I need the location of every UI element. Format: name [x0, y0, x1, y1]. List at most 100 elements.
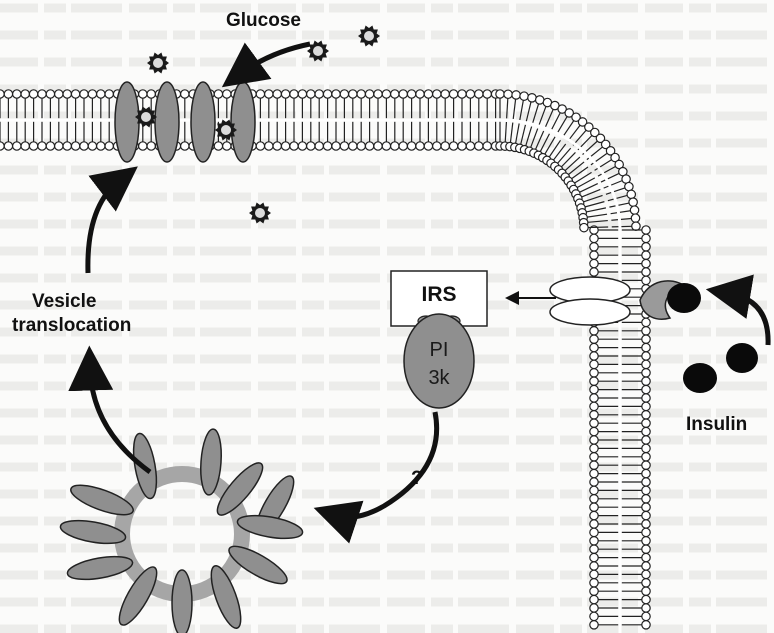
lipid-head: [590, 352, 598, 360]
glut4-transporter: [115, 82, 139, 162]
lipid-head: [629, 198, 637, 206]
lipid-head: [441, 90, 449, 98]
lipid-head: [13, 142, 21, 150]
lipid-head: [38, 142, 46, 150]
lipid-head: [483, 142, 491, 150]
insulin-binding-arrow: [728, 293, 768, 345]
lipid-head: [590, 369, 598, 377]
lipid-tail: [526, 102, 531, 121]
lipid-tail: [565, 157, 580, 170]
lipid-tail: [545, 109, 553, 127]
lipid-head: [340, 142, 348, 150]
lipid-head: [55, 90, 63, 98]
lipid-head: [642, 234, 650, 242]
lipid-tail: [539, 106, 546, 125]
lipid-head: [46, 90, 54, 98]
lipid-tail: [612, 226, 632, 227]
lipid-head: [642, 579, 650, 587]
lipid-head: [307, 142, 315, 150]
lipid-head: [590, 604, 598, 612]
lipid-head: [21, 90, 29, 98]
irs-label: IRS: [421, 283, 456, 306]
lipid-head: [365, 142, 373, 150]
insulin-bound: [667, 283, 701, 313]
glucose-label: Glucose: [226, 10, 301, 31]
glut4-transporter: [191, 82, 215, 162]
lipid-head: [391, 90, 399, 98]
lipid-head: [590, 453, 598, 461]
lipid-head: [642, 553, 650, 561]
lipid-head: [290, 90, 298, 98]
pi3k-to-vesicle-arrow: [335, 412, 437, 517]
lipid-tail: [611, 211, 631, 214]
lipid-head: [475, 142, 483, 150]
lipid-head: [590, 545, 598, 553]
lipid-head: [642, 461, 650, 469]
lipid-head: [590, 327, 598, 335]
lipid-head: [642, 604, 650, 612]
lipid-head: [466, 90, 474, 98]
lipid-head: [642, 402, 650, 410]
lipid-head: [214, 142, 222, 150]
lipid-head: [29, 142, 37, 150]
lipid-head: [642, 243, 650, 251]
lipid-head: [642, 335, 650, 343]
lipid-head: [625, 182, 633, 190]
lipid-head: [642, 276, 650, 284]
lipid-head: [590, 579, 598, 587]
lipid-head: [315, 142, 323, 150]
lipid-tail: [558, 148, 571, 163]
lipid-tail: [582, 189, 601, 196]
lipid-head: [642, 503, 650, 511]
lipid-head: [642, 621, 650, 629]
lipid-head: [416, 142, 424, 150]
glucose-molecule: [249, 203, 271, 224]
lipid-head: [281, 142, 289, 150]
lipid-tail: [587, 214, 607, 217]
lipid-tail: [606, 188, 625, 194]
lipid-head: [642, 318, 650, 326]
vesicle-glut4-protein: [172, 570, 192, 633]
glucose-influx-arrow: [240, 44, 310, 74]
lipid-head: [29, 90, 37, 98]
lipid-head: [483, 90, 491, 98]
lipid-head: [71, 90, 79, 98]
lipid-head: [0, 90, 4, 98]
lipid-tail: [557, 117, 567, 134]
lipid-head: [642, 444, 650, 452]
lipid-head: [590, 570, 598, 578]
lipid-head: [528, 94, 536, 102]
lipid-tail: [611, 219, 631, 221]
lipid-head: [642, 360, 650, 368]
lipid-head: [265, 90, 273, 98]
lipid-head: [349, 90, 357, 98]
lipid-head: [139, 90, 147, 98]
lipid-head: [449, 90, 457, 98]
lipid-head: [590, 478, 598, 486]
cell-membrane: [0, 90, 650, 633]
lipid-head: [590, 528, 598, 536]
lipid-head: [642, 595, 650, 603]
lipid-head: [590, 259, 598, 267]
lipid-head: [630, 206, 638, 214]
lipid-tail: [513, 99, 515, 119]
lipid-head: [590, 553, 598, 561]
lipid-head: [590, 469, 598, 477]
unknown-step-label: ?: [411, 468, 423, 489]
lipid-head: [590, 511, 598, 519]
lipid-head: [642, 385, 650, 393]
lipid-head: [590, 268, 598, 276]
lipid-tail: [586, 208, 606, 212]
lipid-tail: [572, 167, 588, 179]
lipid-head: [590, 335, 598, 343]
lipid-head: [590, 520, 598, 528]
lipid-head: [0, 142, 4, 150]
lipid-head: [642, 411, 650, 419]
lipid-head: [642, 352, 650, 360]
lipid-head: [80, 142, 88, 150]
lipid-head: [642, 343, 650, 351]
lipid-tail: [561, 152, 575, 166]
glut4-storage-vesicle: [59, 428, 304, 633]
